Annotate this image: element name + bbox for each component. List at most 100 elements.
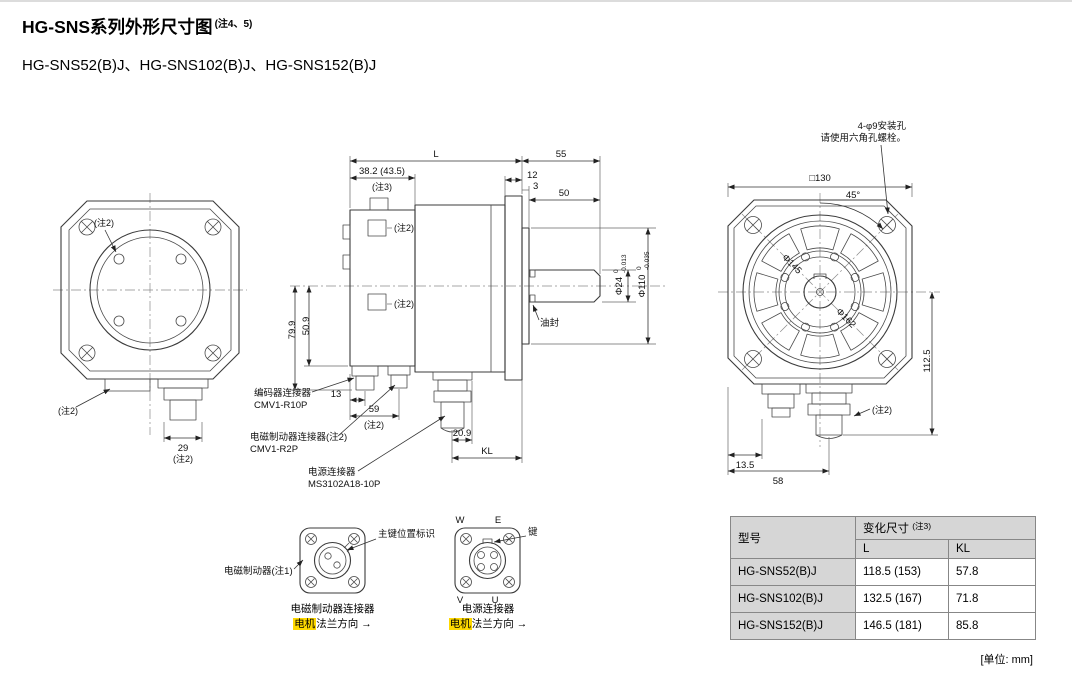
pin-label-u: U — [492, 595, 499, 606]
rear-dim-29: 29 (注2) — [163, 422, 203, 464]
svg-text:请使用六角孔螺栓。: 请使用六角孔螺栓。 — [820, 132, 906, 144]
svg-text:电源连接器: 电源连接器 — [308, 466, 356, 478]
side-brake-connector — [387, 365, 411, 389]
svg-text:电磁制动器连接器(注2): 电磁制动器连接器(注2) — [250, 431, 347, 443]
svg-text:CMV1-R2P: CMV1-R2P — [250, 444, 298, 455]
power-direction-rest: 法兰方向 — [471, 618, 514, 630]
svg-text:79.9: 79.9 — [287, 321, 298, 340]
side-dim-shaft-dia: Φ24 0 -0.013 — [602, 254, 636, 303]
table-row: HG-SNS152(B)J 146.5 (181) 85.8 — [730, 612, 1036, 640]
front-note2: (注2) — [853, 404, 892, 417]
rear-note2-bottom: (注2) — [58, 388, 111, 416]
side-note2-lower: (注2) — [387, 298, 414, 309]
svg-text:(注2): (注2) — [872, 404, 892, 415]
svg-text:Φ24: Φ24 — [614, 277, 625, 295]
svg-text:0: 0 — [636, 266, 643, 270]
svg-text:-0.035: -0.035 — [644, 251, 651, 270]
side-dim-12: 12 — [504, 170, 538, 196]
svg-text:油封: 油封 — [540, 317, 560, 329]
side-dim-L: L — [349, 149, 601, 274]
side-note2-upper: (注2) — [387, 222, 414, 233]
svg-text:电磁制动器(注1): 电磁制动器(注1) — [224, 565, 293, 577]
svg-text:CMV1-R10P: CMV1-R10P — [254, 400, 307, 411]
power-connector-detail: W E V U 键 — [454, 515, 538, 606]
pin-label-e: E — [495, 515, 501, 526]
side-dim-13: 13 — [331, 374, 366, 420]
page-subtitle: HG-SNS52(B)J、HG-SNS102(B)J、HG-SNS152(B)J — [22, 57, 377, 74]
KL-cell: 57.8 — [948, 558, 1036, 586]
rear-flange-outline — [60, 200, 240, 380]
dimension-table: 型号 变化尺寸 (注3) L KL HG-SNS52(B)J 118.5 (15… — [730, 516, 1036, 640]
svg-text:3: 3 — [533, 181, 538, 192]
front-dim-13-5: 13.5 — [727, 387, 763, 475]
svg-text:20.9: 20.9 — [453, 428, 472, 439]
svg-text:45°: 45° — [846, 190, 861, 201]
table-row: HG-SNS52(B)J 118.5 (153) 57.8 — [730, 558, 1036, 586]
side-dim-55: 55 — [522, 149, 600, 164]
side-dim-50: 50 — [529, 188, 600, 203]
svg-text:(注2): (注2) — [94, 217, 114, 228]
svg-text:13: 13 — [331, 389, 342, 400]
svg-text:38.2 (43.5): 38.2 (43.5) — [359, 166, 405, 177]
svg-text:(注2): (注2) — [364, 419, 384, 430]
svg-text:L: L — [433, 149, 438, 160]
page-title-text: HG-SNS系列外形尺寸图 — [22, 17, 213, 37]
table-row: HG-SNS102(B)J 132.5 (167) 71.8 — [730, 585, 1036, 613]
key-label: 键 — [493, 526, 538, 544]
svg-text:键: 键 — [528, 526, 538, 538]
L-cell: 132.5 (167) — [855, 585, 949, 613]
brake-direction-rest: 法兰方向 — [316, 618, 359, 630]
side-dim-38-2: 38.2 (43.5) (注3) — [350, 166, 416, 205]
brake-connector-detail: 主键位置标识 电磁制动器(注1) — [224, 527, 435, 594]
power-detail-flange — [454, 527, 521, 594]
model-cell: HG-SNS152(B)J — [730, 612, 856, 640]
unit-note: [单位: mm] — [980, 654, 1033, 666]
key-position-mark-label: 主键位置标识 — [346, 528, 435, 551]
pin-label-w: W — [456, 515, 465, 526]
encoder-connector-label: 编码器连接器 CMV1-R10P — [254, 377, 355, 411]
svg-text:-0.013: -0.013 — [621, 254, 628, 273]
front-dim-112-5: 112.5 — [843, 292, 938, 436]
side-power-connector — [432, 371, 473, 433]
side-encoder-connector — [351, 365, 379, 391]
brake-flange-direction: 电机法兰方向 → — [262, 616, 403, 631]
brake-connector-label: 电磁制动器连接器(注2) CMV1-R2P — [250, 384, 396, 455]
pin-label-v: V — [457, 595, 464, 606]
svg-text:□130: □130 — [809, 173, 831, 184]
front-mount-hole-note: 4-φ9安装孔 请使用六角孔螺栓。 — [820, 120, 906, 215]
table-header-dims-text: 变化尺寸 — [863, 523, 909, 535]
svg-text:12: 12 — [527, 170, 538, 181]
L-cell: 118.5 (153) — [855, 558, 949, 586]
svg-text:KL: KL — [481, 446, 493, 457]
model-cell: HG-SNS52(B)J — [730, 558, 856, 586]
rear-cover-screws — [113, 253, 187, 327]
svg-text:(注2): (注2) — [394, 298, 414, 309]
front-bottom-connectors — [761, 383, 853, 439]
front-dim-angle: 45° — [819, 190, 884, 230]
svg-text:50: 50 — [559, 188, 570, 199]
side-dim-3: 3 — [522, 181, 538, 228]
brake-direction-highlight: 电机 — [293, 618, 317, 630]
page-title: HG-SNS系列外形尺寸图(注4、5) — [22, 14, 252, 39]
power-direction-highlight: 电机 — [448, 618, 472, 630]
side-dim-79-9: 79.9 — [287, 286, 352, 391]
front-dim-corner: Φ162 — [833, 306, 857, 330]
power-flange-direction: 电机法兰方向 → — [428, 616, 548, 631]
svg-text:编码器连接器: 编码器连接器 — [254, 387, 312, 399]
table-header-model: 型号 — [730, 516, 856, 559]
front-view-drawing: 4-φ9安装孔 请使用六角孔螺栓。 □130 45° Φ145 Φ162 112… — [718, 120, 940, 487]
svg-text:112.5: 112.5 — [922, 349, 933, 372]
table-header-dims: 变化尺寸 (注3) — [855, 516, 1036, 540]
front-dim-square: □130 — [727, 173, 913, 197]
L-cell: 146.5 (181) — [855, 612, 949, 640]
front-flange-outline — [727, 199, 913, 385]
svg-text:0: 0 — [613, 269, 620, 273]
svg-text:50.9: 50.9 — [301, 317, 312, 336]
power-connector-label: 电源连接器 MS3102A18-10P — [308, 415, 446, 490]
svg-text:(注2): (注2) — [394, 222, 414, 233]
svg-text:58: 58 — [773, 476, 784, 487]
front-body-circles — [742, 214, 898, 370]
side-motor-outline — [342, 195, 601, 381]
table-header-dims-note: (注3) — [912, 521, 932, 531]
